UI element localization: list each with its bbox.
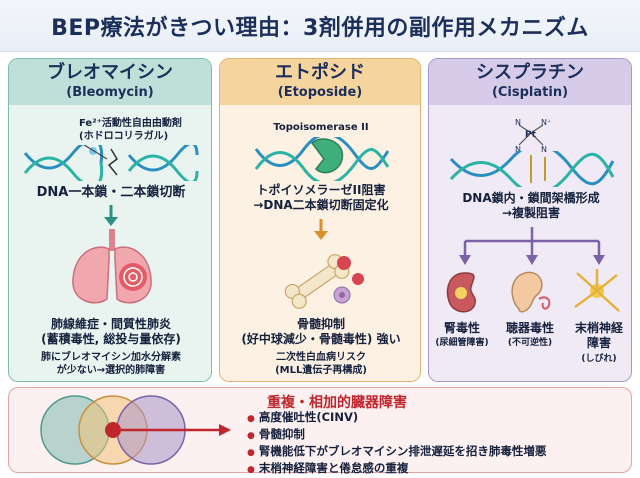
list-item: 高度催吐性(CINV) (247, 410, 546, 427)
tox-nerve-sub: (しびれ) (581, 354, 617, 364)
etoposide-enzyme: Topoisomerase II (273, 122, 369, 133)
page-title: BEP療法がきつい理由：3剤併用の副作用メカニズム (51, 15, 589, 41)
bleomycin-name-en: (Bleomycin) (66, 85, 154, 100)
bleomycin-name-jp: ブレオマイシン (47, 62, 173, 83)
topoisomerase-dna-icon (254, 137, 390, 181)
cisplatin-name-jp: シスプラチン (476, 62, 584, 83)
bleomycin-note: 肺にブレオマイシン加水分解素 が少ない→選択的肺障害 (41, 352, 181, 376)
overlap-list: 高度催吐性(CINV) 骨髄抑制 腎機能低下がブレオマイシン排泄遅延を招き肺毒性… (247, 410, 547, 478)
overlap-title: 重複・相加的臓器障害 (267, 395, 407, 411)
cisplatin-name-en: (Cisplatin) (491, 85, 569, 100)
etoposide-note: 二次性白血病リスク (MLL遺伝子再構成) (275, 352, 367, 376)
bleomycin-activator: Fe²⁺活動性自由由動剤 (ホドロコリラガル) (79, 118, 182, 142)
venn-diagram-icon (40, 395, 231, 465)
etoposide-toxicity: 骨髄抑制 (好中球減少・骨髄毒性) 強い (241, 317, 401, 346)
cisplatin-header: シスプラチン (Cisplatin) (429, 59, 631, 105)
bleomycin-panel: ブレオマイシン (Bleomycin) Fe²⁺活動性自由由動剤 (ホドロコリラ… (8, 58, 212, 382)
list-item: 末梢神経障害と倦怠感の重複 (247, 461, 546, 478)
tox-kidney-sub: (尿細管障害) (435, 338, 489, 348)
neuron-icon (574, 269, 620, 312)
ear-icon (511, 271, 551, 313)
cisplatin-mechanism: DNA鎖内・鎖間架橋形成 →複製阻害 (462, 191, 600, 220)
branch-arrows-icon (459, 227, 605, 265)
bleomycin-header: ブレオマイシン (Bleomycin) (9, 59, 211, 105)
list-item: 腎機能低下がブレオマイシン排泄遅延を招き肺毒性増悪 (247, 444, 547, 461)
crosslinked-dna-icon (449, 151, 615, 187)
tox-ear-sub: (不可逆性) (507, 338, 553, 348)
etoposide-panel: エトポシド (Etoposide) Topoisomerase II トポイソメ… (219, 58, 421, 382)
mol-n2: N⁺ (541, 118, 551, 127)
broken-dna-icon (23, 145, 199, 181)
mol-n3: N (515, 145, 521, 153)
arrow-down-icon (314, 219, 328, 240)
tox-kidney-label: 腎毒性 (443, 321, 480, 335)
tox-nerve-label: 末梢神経 障害 (574, 321, 623, 350)
etoposide-mechanism: トポイソメラーゼII阻害 →DNA二本鎖切断固定化 (253, 183, 389, 212)
overlap-panel: 重複・相加的臓器障害 高度催吐性(CINV) 骨髄抑制 腎機能低下がブレオマイシ… (8, 387, 632, 475)
mol-n4: N (541, 145, 547, 153)
tox-ear-label: 聴器毒性 (505, 321, 554, 335)
kidney-icon (446, 272, 477, 313)
bleomycin-toxicity: 肺線維症・間質性肺炎 (蓄積毒性, 総投与量依存) (41, 317, 181, 346)
bone-marrow-icon (284, 254, 364, 309)
arrow-down-icon (104, 205, 118, 226)
mol-pt: Pt (525, 130, 537, 140)
lungs-icon (72, 229, 152, 304)
etoposide-name-jp: エトポシド (275, 62, 365, 83)
list-item: 骨髄抑制 (247, 427, 546, 444)
cisplatin-panel: シスプラチン (Cisplatin) N N⁺ Pt N N DNA鎖内・鎖間架… (428, 58, 632, 382)
etoposide-name-en: (Etoposide) (277, 85, 363, 100)
cisplatin-molecule-icon: N N⁺ Pt N N (515, 118, 551, 153)
mol-n1: N (515, 118, 521, 127)
bleomycin-mechanism: DNA一本鎖・二本鎖切断 (36, 185, 186, 200)
title-bar: BEP療法がきつい理由：3剤併用の副作用メカニズム (0, 0, 640, 52)
etoposide-header: エトポシド (Etoposide) (220, 59, 420, 105)
